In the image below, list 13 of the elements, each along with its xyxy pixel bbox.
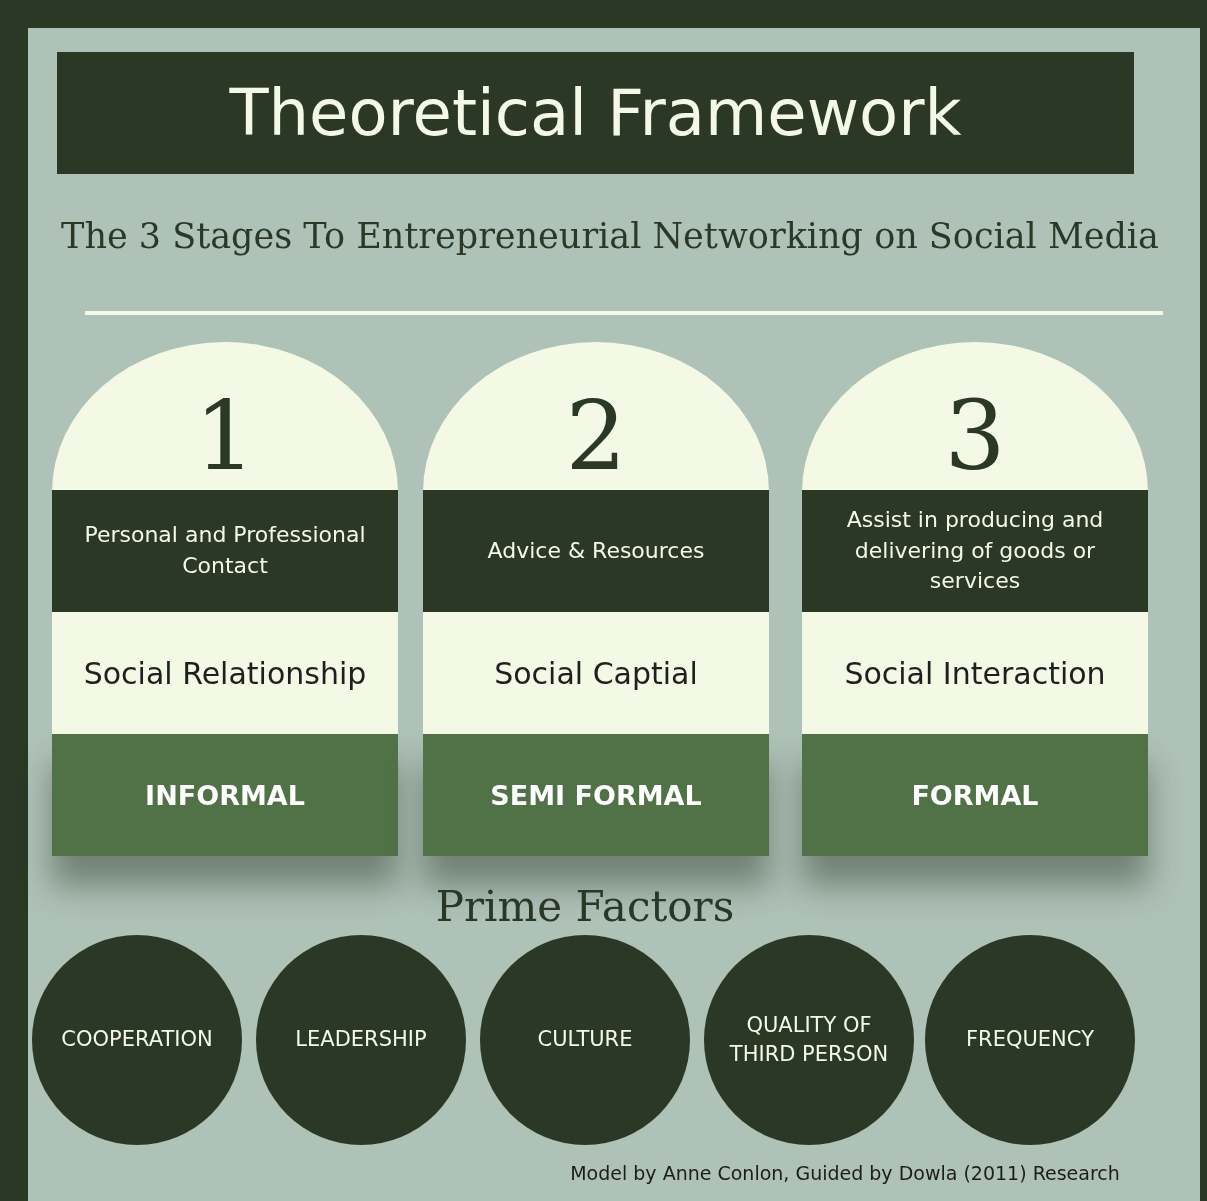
- section-heading: Prime Factors: [434, 880, 736, 933]
- formality-box: FORMAL: [802, 734, 1148, 856]
- subtitle: The 3 Stages To Entrepreneurial Networking on Social Media: [60, 215, 1160, 258]
- stage-description-box: Assist in producing and delivering of goods or services: [802, 490, 1148, 612]
- caption: Model by Anne Conlon, Guided by Dowla (2011) Research: [569, 1161, 1121, 1186]
- title-banner: Theoretical Framework: [57, 52, 1134, 174]
- stage-name-box: Social Interaction: [802, 612, 1148, 734]
- formality-box: INFORMAL: [52, 734, 398, 856]
- stage-description-box: Advice & Resources: [423, 490, 769, 612]
- stage-description-box: Personal and Professional Contact: [52, 490, 398, 612]
- stage-name-box: Social Relationship: [52, 612, 398, 734]
- formality-box: SEMI FORMAL: [423, 734, 769, 856]
- stage-name-box: Social Captial: [423, 612, 769, 734]
